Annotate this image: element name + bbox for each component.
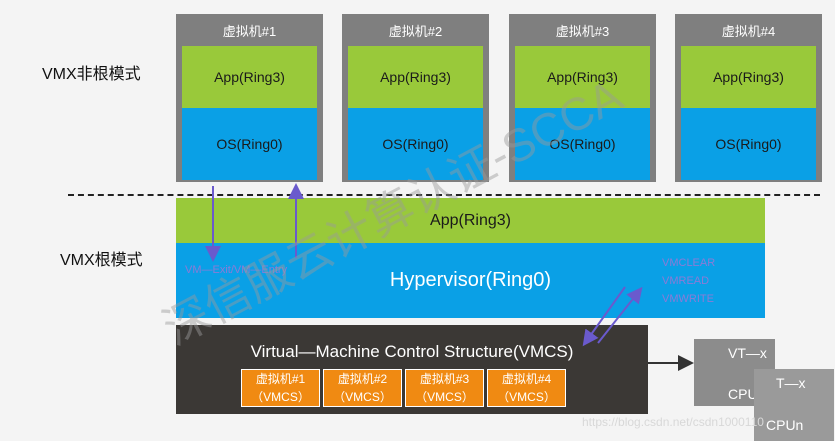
vmcs-cell-4: 虚拟机#4 （VMCS） <box>487 369 566 407</box>
cpu-vt-label: VT—x <box>728 345 767 361</box>
host-app-layer: App(Ring3) <box>176 198 765 243</box>
vm-3: 虚拟机#3 App(Ring3) OS(Ring0) <box>509 14 656 182</box>
vmwrite-label: VMWRITE <box>662 293 714 305</box>
vm-title: 虚拟机#2 <box>388 24 443 39</box>
vmcs-cell-3: 虚拟机#3 （VMCS） <box>405 369 484 407</box>
non-root-mode-label: VMX非根模式 <box>42 66 141 83</box>
vm-os-layer: OS(Ring0) <box>515 108 650 180</box>
vmcs-cell-sub: （VMCS） <box>251 390 310 404</box>
vmcs-cell-name: 虚拟机#2 <box>337 372 388 386</box>
vm-title: 虚拟机#1 <box>222 24 277 39</box>
vm-2: 虚拟机#2 App(Ring3) OS(Ring0) <box>342 14 489 182</box>
vmcs-cell-sub: （VMCS） <box>415 390 474 404</box>
vmclear-label: VMCLEAR <box>662 257 716 269</box>
vm-exit-entry-label: VM—Exit/VM—Entry <box>185 264 288 276</box>
vmcs-cell-name: 虚拟机#3 <box>419 372 470 386</box>
cpu-vt-label: T—x <box>776 375 806 391</box>
vmcs-cell-name: 虚拟机#1 <box>255 372 306 386</box>
vmcs-access-arrow-in <box>582 286 626 347</box>
vmcs-cell-1: 虚拟机#1 （VMCS） <box>241 369 320 407</box>
cpu-box-n: T—x CPUn <box>754 369 834 441</box>
vmcs-cell-name: 虚拟机#4 <box>501 372 552 386</box>
watermark-url: https://blog.csdn.net/csdn1000110 <box>582 415 764 429</box>
vm-os-layer: OS(Ring0) <box>182 108 317 180</box>
vmcs-cell-sub: （VMCS） <box>333 390 392 404</box>
vm-title: 虚拟机#4 <box>721 24 776 39</box>
vmread-label: VMREAD <box>662 275 710 287</box>
root-mode-label: VMX根模式 <box>60 252 143 269</box>
vm-app-layer: App(Ring3) <box>515 46 650 108</box>
vm-app-layer: App(Ring3) <box>182 46 317 108</box>
vm-app-layer: App(Ring3) <box>348 46 483 108</box>
vmcs-cell-sub: （VMCS） <box>497 390 556 404</box>
hypervisor-layer: Hypervisor(Ring0) <box>176 243 765 318</box>
vm-title: 虚拟机#3 <box>555 24 610 39</box>
vm-os-layer: OS(Ring0) <box>681 108 816 180</box>
vmcs-access-arrow-out <box>597 286 643 344</box>
vm-os-layer: OS(Ring0) <box>348 108 483 180</box>
cpu-name: CPUn <box>766 417 804 433</box>
vmcs-title: Virtual—Machine Control Structure(VMCS) <box>250 342 574 361</box>
vmcs-cell-2: 虚拟机#2 （VMCS） <box>323 369 402 407</box>
mode-divider <box>68 194 820 196</box>
vm-4: 虚拟机#4 App(Ring3) OS(Ring0) <box>675 14 822 182</box>
vm-1: 虚拟机#1 App(Ring3) OS(Ring0) <box>176 14 323 182</box>
vm-app-layer: App(Ring3) <box>681 46 816 108</box>
